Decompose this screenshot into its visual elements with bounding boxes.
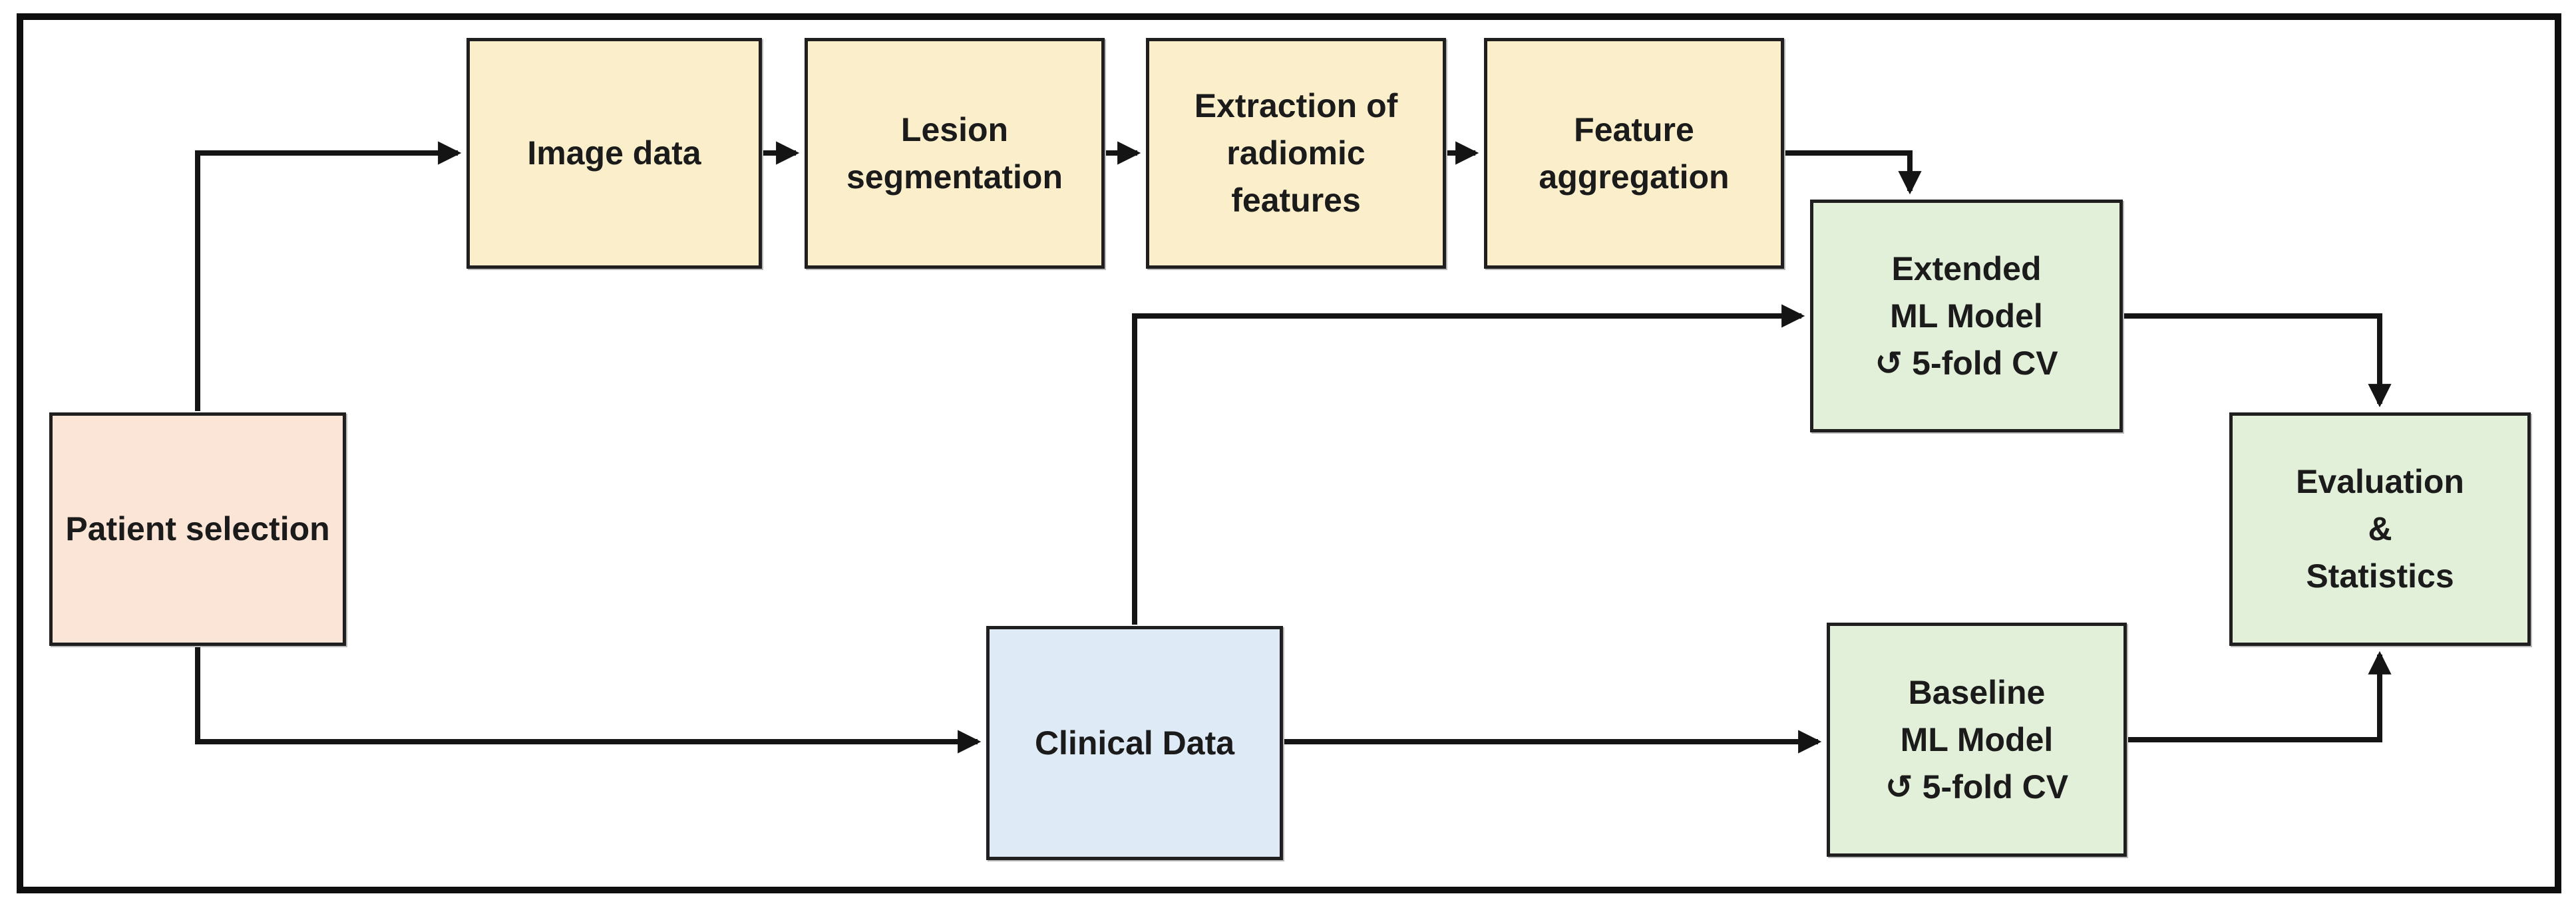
node-clinical-data: Clinical Data (986, 626, 1283, 860)
node-evaluation-statistics: Evaluation & Statistics (2229, 412, 2531, 646)
node-label: Feature aggregation (1539, 110, 1730, 196)
node-label: Extraction of radiomic features (1194, 87, 1398, 219)
edge-patient-to-image (195, 141, 462, 411)
node-label: Lesion segmentation (846, 110, 1063, 196)
node-baseline-ml-model: Baseline ML Model ↺ 5-fold CV (1827, 623, 2127, 857)
node-label: Clinical Data (1034, 724, 1235, 762)
node-label: Image data (527, 134, 701, 172)
edge-baseline-to-evaluation (2128, 651, 2392, 742)
node-lesion-segmentation: Lesion segmentation (805, 38, 1105, 269)
node-image-data: Image data (466, 38, 762, 269)
edge-feature-to-extended (1785, 150, 1922, 195)
node-feature-aggregation: Feature aggregation (1484, 38, 1784, 269)
diagram-border-frame (17, 13, 2561, 893)
node-radiomic-extraction: Extraction of radiomic features (1146, 38, 1446, 269)
edge-patient-to-clinical (195, 647, 982, 754)
edge-extended-to-evaluation (2124, 313, 2392, 408)
node-label: Evaluation & Statistics (2296, 463, 2464, 595)
edge-clinical-to-extended (1132, 304, 1805, 625)
node-label: Patient selection (65, 510, 330, 547)
node-label: Extended ML Model ↺ 5-fold CV (1875, 249, 2058, 382)
node-extended-ml-model: Extended ML Model ↺ 5-fold CV (1810, 200, 2123, 432)
node-label: Baseline ML Model ↺ 5-fold CV (1885, 673, 2069, 806)
node-patient-selection: Patient selection (49, 412, 346, 646)
